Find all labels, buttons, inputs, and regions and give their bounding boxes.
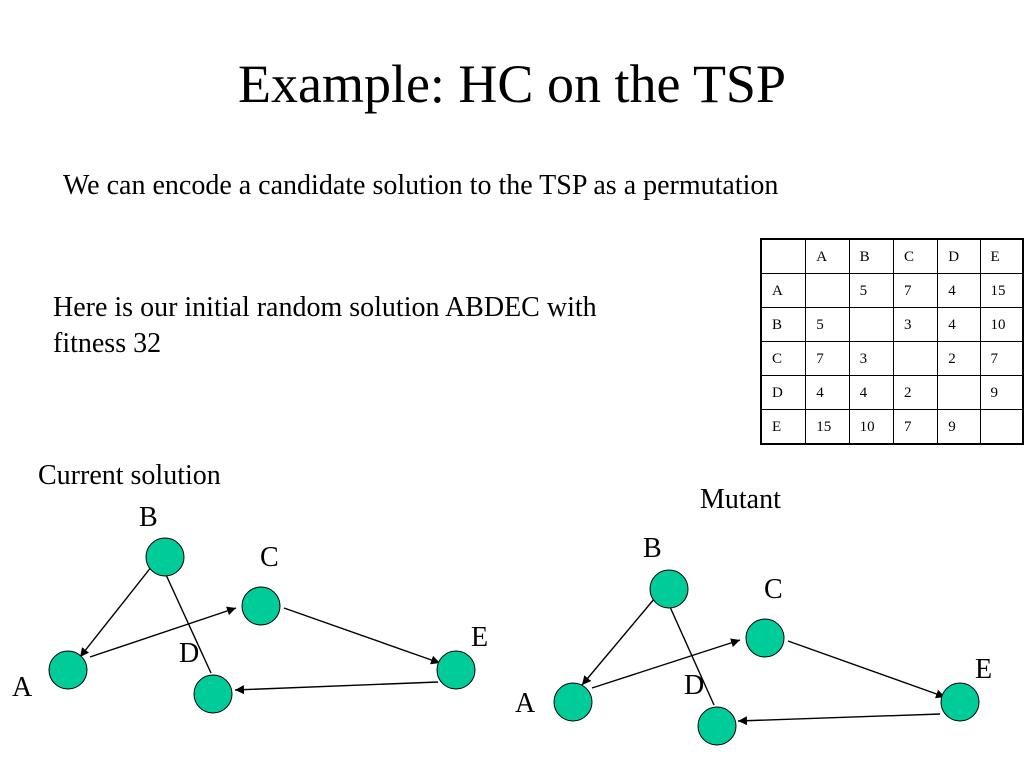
current-node-label-d: D	[179, 638, 200, 669]
solution-description: Here is our initial random solution ABDE…	[53, 290, 743, 362]
current-solution-nodes	[48, 537, 476, 714]
table-header-cell: B	[848, 238, 895, 274]
table-cell: C	[760, 341, 807, 376]
table-cell	[937, 375, 981, 410]
current-edge-e-to-d	[234, 681, 439, 695]
distance-table: A B C D E A 5 7 4 15 B 5 3 4 10 C 7 3 2	[760, 238, 1024, 445]
table-cell: B	[760, 307, 807, 342]
current-node-e	[436, 650, 476, 690]
mutant-node-d	[697, 706, 737, 746]
table-cell: 3	[848, 341, 895, 376]
table-row: C 7 3 2 7	[760, 341, 1024, 376]
table-row: D 4 4 2 9	[760, 375, 1024, 410]
current-node-d	[193, 674, 233, 714]
table-cell: 4	[937, 307, 981, 342]
table-header-row: A B C D E	[760, 238, 1024, 274]
slide-title: Example: HC on the TSP	[238, 54, 786, 114]
mutant-node-label-a: A	[515, 688, 536, 719]
table-cell: 15	[805, 409, 850, 445]
table-row: B 5 3 4 10	[760, 307, 1024, 342]
table-cell: 2	[937, 341, 981, 376]
description-line-1: Here is our initial random solution ABDE…	[53, 292, 597, 323]
mutant-nodes	[553, 569, 980, 746]
mutant-edge-c-to-e	[787, 640, 946, 699]
table-cell: 9	[979, 375, 1024, 410]
description-line-2: fitness 32	[53, 328, 162, 359]
table-cell	[848, 307, 895, 342]
current-node-b	[145, 537, 185, 577]
table-cell: 10	[848, 409, 895, 445]
table-cell: 4	[848, 375, 895, 410]
mutant-node-label-b: B	[643, 533, 662, 564]
mutant-edge-a-to-b	[581, 597, 656, 686]
current-solution-edges	[79, 565, 441, 695]
mutant-node-b	[649, 569, 689, 609]
current-node-c	[241, 586, 281, 626]
current-node-label-c: C	[260, 542, 279, 573]
table-header-cell: E	[979, 238, 1024, 274]
mutant-edge-e-to-d	[737, 713, 941, 726]
mutant-node-a	[553, 682, 593, 722]
table-cell: 2	[893, 375, 939, 410]
mutant-node-e	[940, 682, 980, 722]
mutant-edge-d-to-b	[665, 597, 715, 706]
table-header-cell: A	[805, 238, 850, 274]
slide-subtitle: We can encode a candidate solution to th…	[63, 170, 779, 201]
current-edge-a-to-c	[89, 606, 237, 658]
current-edge-a-to-b	[79, 565, 153, 658]
table-cell: 7	[893, 273, 939, 308]
table-cell: 10	[979, 307, 1024, 342]
current-edge-d-to-b	[161, 565, 212, 674]
current-edge-c-to-e	[283, 607, 441, 665]
current-node-label-a: A	[12, 672, 33, 703]
table-cell: 4	[805, 375, 850, 410]
table-cell: A	[760, 273, 807, 308]
current-node-a	[48, 650, 88, 690]
table-row: E 15 10 7 9	[760, 409, 1024, 445]
mutant-node-label-e: E	[975, 654, 993, 685]
mutant-node-c	[745, 618, 785, 658]
table-cell: 5	[805, 307, 850, 342]
table-cell	[979, 409, 1024, 445]
mutant-node-label-c: C	[764, 574, 783, 605]
table-cell: 7	[979, 341, 1024, 376]
current-node-label-e: E	[471, 622, 489, 653]
table-cell: 9	[937, 409, 981, 445]
table-cell: D	[760, 375, 807, 410]
table-cell: E	[760, 409, 807, 445]
current-solution-heading: Current solution	[38, 460, 221, 491]
table-cell: 5	[848, 273, 895, 308]
current-node-label-b: B	[139, 502, 158, 533]
mutant-heading: Mutant	[700, 484, 781, 515]
table-header-cell: C	[893, 238, 939, 274]
mutant-node-label-d: D	[684, 670, 705, 701]
mutant-edges	[581, 597, 946, 726]
mutant-edge-a-to-c	[591, 638, 741, 689]
table-cell: 7	[893, 409, 939, 445]
